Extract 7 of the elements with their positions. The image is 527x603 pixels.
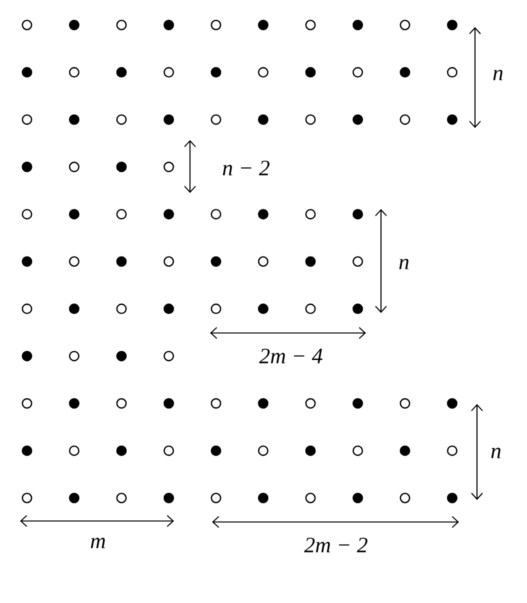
dimension-label: 2m − 2 (304, 538, 368, 552)
dimension-label: n (493, 70, 503, 80)
dimension-label: n (491, 448, 501, 458)
dimension-label: m (90, 538, 106, 548)
dimension-label: n (399, 258, 409, 270)
dimension-label: n − 2 (222, 160, 270, 176)
dimension-label: 2m − 4 (259, 348, 322, 364)
